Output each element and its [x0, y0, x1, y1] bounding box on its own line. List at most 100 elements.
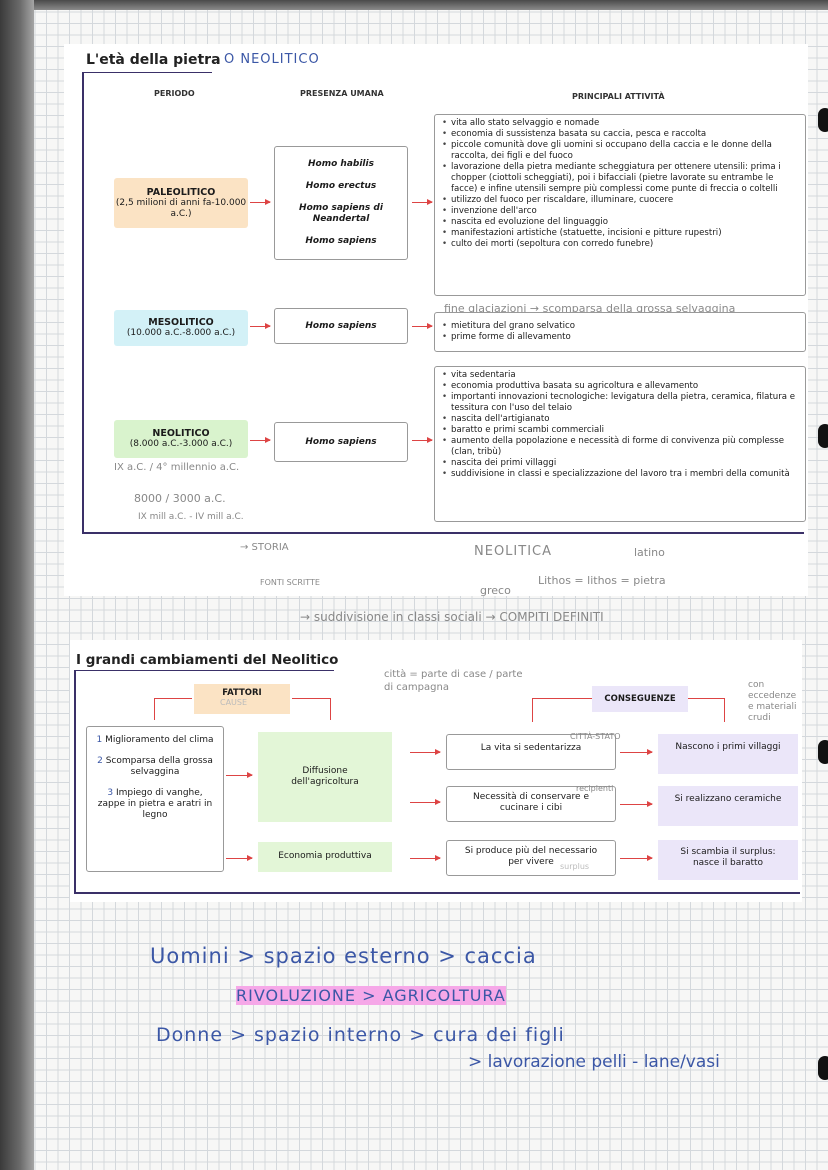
handwritten-note: IX a.C. / 4° millennio a.C.: [114, 462, 240, 473]
activity-item: piccole comunità dove gli uomini si occu…: [442, 140, 799, 162]
factor-text: Miglioramento del clima: [105, 735, 214, 745]
middle-text: Economia produttiva: [278, 851, 372, 861]
activity-item: utilizzo del fuoco per riscaldare, illum…: [442, 195, 799, 206]
effect-box: Si produce più del necessario per vivere: [446, 840, 616, 876]
connector-line: [292, 698, 330, 699]
handwritten-note: NEOLITICA: [474, 544, 552, 559]
activity-item: nascita dei primi villaggi: [442, 458, 799, 469]
handwritten-note: recipienti: [576, 784, 614, 793]
handwritten-note: Lithos = lithos = pietra: [538, 574, 666, 587]
consequences-label: CONSEGUENZE: [604, 694, 676, 704]
handwritten-note: → STORIA: [240, 542, 289, 553]
period-neolitico: NEOLITICO (8.000 a.C.-3.000 a.C.): [114, 420, 248, 458]
factors-label: FATTORI: [222, 688, 262, 698]
handwritten-note: > lavorazione pelli - lane/vasi: [468, 1052, 720, 1072]
arrow-icon: [620, 749, 653, 755]
activity-item: suddivisione in classi e specializzazion…: [442, 469, 799, 480]
activities-neolitico: vita sedentaria economia produttiva basa…: [434, 366, 806, 522]
consequence-box: Si scambia il surplus: nasce il baratto: [658, 840, 798, 880]
binder-hole: [818, 1056, 828, 1080]
activity-item: importanti innovazioni tecnologiche: lev…: [442, 392, 799, 414]
human-species: Homo erectus: [305, 180, 377, 191]
frame-left-line: [74, 670, 76, 892]
binder-hole: [818, 424, 828, 448]
handwritten-note: FONTI SCRITTE: [260, 578, 320, 587]
section-title: L'età della pietra: [86, 52, 221, 68]
page-left-edge: [0, 0, 34, 1170]
activity-item: lavorazione della pietra mediante schegg…: [442, 162, 799, 195]
factor-item: 1 Miglioramento del clima: [96, 735, 214, 745]
activities-mesolitico: mietitura del grano selvatico prime form…: [434, 312, 806, 352]
arrow-icon: [412, 437, 433, 443]
factor-item: 3 Impiego di vanghe, zappe in pietra e a…: [97, 788, 213, 820]
humans-paleolitico: Homo habilis Homo erectus Homo sapiens d…: [274, 146, 408, 260]
header-period: PERIODO: [154, 89, 195, 98]
connector-line: [154, 698, 155, 720]
activity-item: prime forme di allevamento: [442, 332, 799, 343]
period-paleolitico: PALEOLITICO (2,5 milioni di anni fa-10.0…: [114, 178, 248, 228]
period-dates: (2,5 milioni di anni fa-10.000 a.C.): [115, 197, 247, 219]
arrow-icon: [620, 801, 653, 807]
header-presence: PRESENZA UMANA: [300, 89, 384, 98]
arrow-icon: [226, 772, 253, 778]
connector-line: [532, 698, 592, 699]
frame-bottom-line: [74, 892, 800, 894]
handwritten-note: 8000 / 3000 a.C.: [134, 492, 226, 505]
period-mesolitico: MESOLITICO (10.000 a.C.-8.000 a.C.): [114, 310, 248, 346]
connector-line: [154, 698, 192, 699]
activity-item: invenzione dell'arco: [442, 206, 799, 217]
handwritten-note: greco: [480, 584, 511, 597]
consequence-box: Nascono i primi villaggi: [658, 734, 798, 774]
connector-line: [532, 698, 533, 722]
effect-text: Si produce più del necessario per vivere: [464, 846, 598, 867]
arrow-icon: [620, 855, 653, 861]
human-species: Homo sapiens di Neandertal: [299, 203, 383, 225]
binder-hole: [818, 108, 828, 132]
handwritten-note: O NEOLITICO: [224, 52, 320, 67]
connector-line: [330, 698, 331, 720]
arrow-icon: [412, 199, 433, 205]
frame-top-line: [74, 670, 334, 671]
effect-text: La vita si sedentarizza: [480, 743, 582, 753]
activity-item: nascita dell'artigianato: [442, 414, 799, 425]
handwritten-note: → suddivisione in classi sociali → COMPI…: [300, 610, 604, 624]
arrow-icon: [410, 799, 441, 805]
arrow-icon: [250, 437, 271, 443]
factors-box: 1 Miglioramento del clima 2 Scomparsa de…: [86, 726, 224, 872]
worksheet-stone-age: L'età della pietra O NEOLITICO PERIODO P…: [64, 44, 808, 597]
period-dates: (8.000 a.C.-3.000 a.C.): [129, 439, 233, 449]
consequence-text: Nascono i primi villaggi: [675, 742, 781, 752]
factor-item: 2 Scomparsa della grossa selvaggina: [97, 756, 213, 777]
factor-text: Impiego di vanghe, zappe in pietra e ara…: [97, 788, 213, 820]
period-name: PALEOLITICO: [146, 186, 216, 198]
handwritten-note: RIVOLUZIONE > AGRICOLTURA: [236, 986, 506, 1005]
activity-item: manifestazioni artistiche (statuette, in…: [442, 228, 799, 239]
period-name: MESOLITICO: [148, 317, 214, 328]
handwritten-note: fine glaciazioni → scomparsa della gross…: [444, 302, 736, 315]
effect-text: Necessità di conservare e cucinare i cib…: [473, 792, 589, 813]
header-activities: PRINCIPALI ATTIVITÀ: [572, 92, 665, 101]
section-title: I grandi cambiamenti del Neolitico: [76, 652, 339, 668]
activity-item: culto dei morti (sepoltura con corredo f…: [442, 239, 799, 250]
activity-item: mietitura del grano selvatico: [442, 321, 799, 332]
connector-line: [688, 698, 724, 699]
handwritten-note: latino: [634, 546, 665, 559]
activity-item: baratto e primi scambi commerciali: [442, 425, 799, 436]
factor-text: Scomparsa della grossa selvaggina: [105, 756, 213, 777]
arrow-icon: [410, 855, 441, 861]
human-species: Homo habilis: [308, 158, 374, 169]
arrow-icon: [410, 749, 441, 755]
humans-neolitico: Homo sapiens: [274, 422, 408, 462]
activity-item: economia produttiva basata su agricoltur…: [442, 381, 799, 392]
activity-item: economia di sussistenza basata su caccia…: [442, 129, 799, 140]
frame-top-line: [82, 72, 212, 73]
frame-left-line: [82, 72, 84, 532]
period-name: NEOLITICO: [152, 428, 210, 439]
handwritten-note: con eccedenze e materiali crudi: [748, 680, 797, 723]
connector-line: [724, 698, 725, 722]
consequence-box: Si realizzano ceramiche: [658, 786, 798, 826]
middle-text: Diffusione dell'agricoltura: [291, 766, 359, 787]
human-species: Homo sapiens: [305, 320, 377, 331]
handwritten-note: Uomini > spazio esterno > caccia: [150, 944, 537, 968]
